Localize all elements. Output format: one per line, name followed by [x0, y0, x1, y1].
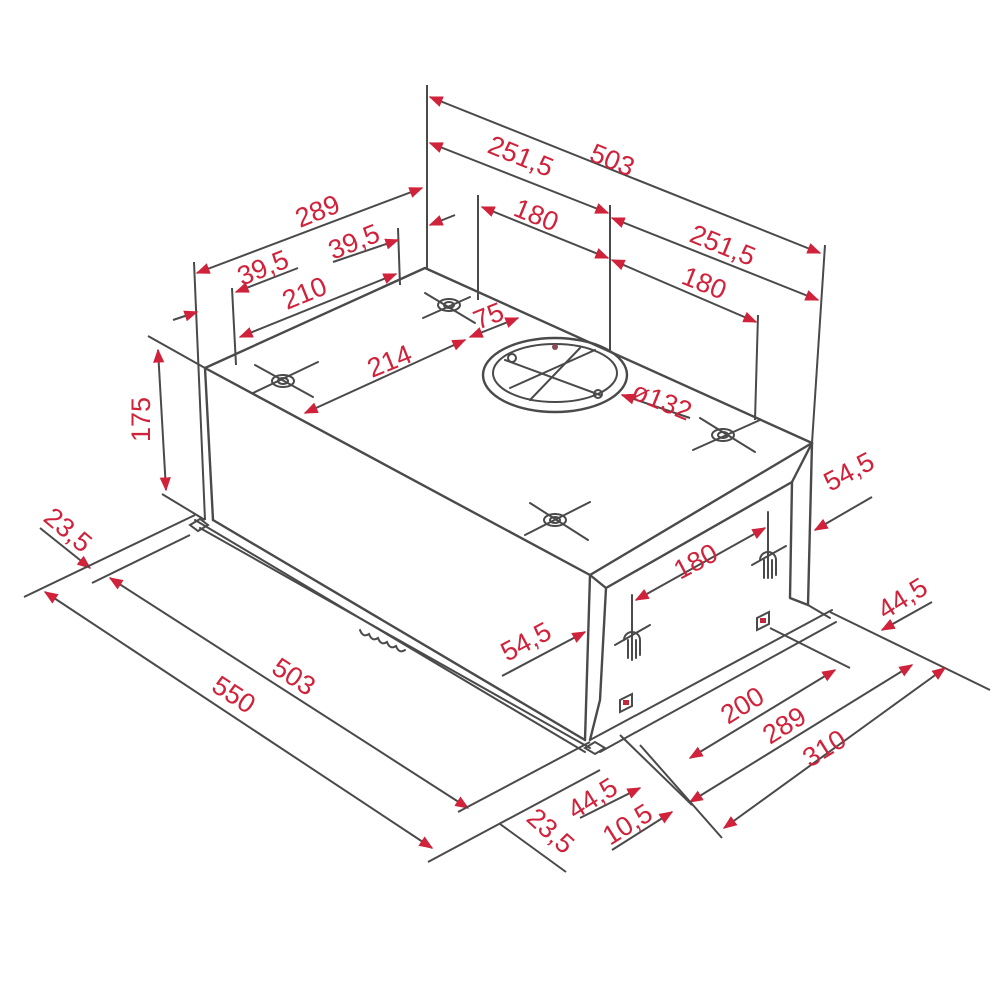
mount-hole-icon	[692, 417, 761, 453]
dim-top-total-width: 503	[586, 138, 639, 183]
mount-hole-icon	[524, 501, 591, 541]
dim-front-width-inner: 503	[267, 652, 321, 702]
dim-side-offset-left: 54,5	[496, 616, 556, 667]
bracket-icon	[751, 511, 787, 579]
dim-side-offset-right: 54,5	[819, 446, 879, 497]
dim-top-hole-span-right: 180	[678, 261, 731, 306]
dim-front-width-outer: 550	[207, 670, 261, 720]
dim-outlet-diameter: ø132	[628, 376, 696, 427]
dimension-labels: 503 251,5 251,5 180 180 289 39,5 39,5 21…	[38, 130, 933, 860]
slot-icon	[756, 610, 770, 632]
dim-top-offset-right: 39,5	[324, 218, 384, 266]
dim-top-depth: 289	[291, 189, 344, 234]
bracket-icon	[614, 594, 651, 661]
mount-hole-icon	[422, 292, 476, 324]
dim-bottom-offset-right: 44,5	[872, 572, 932, 625]
air-outlet-icon	[481, 336, 629, 414]
dim-top-half-left: 251,5	[484, 130, 558, 183]
mount-hole-icon	[252, 361, 319, 398]
dim-body-height: 175	[126, 397, 156, 442]
dimension-lines	[23, 85, 991, 873]
dim-top-hole-span-left: 180	[510, 193, 563, 238]
slot-icon	[619, 692, 633, 714]
top-mounting-holes	[252, 292, 761, 541]
dim-top-hole-spacing: 214	[363, 339, 416, 384]
dim-top-hole-depth-span: 210	[278, 271, 331, 316]
